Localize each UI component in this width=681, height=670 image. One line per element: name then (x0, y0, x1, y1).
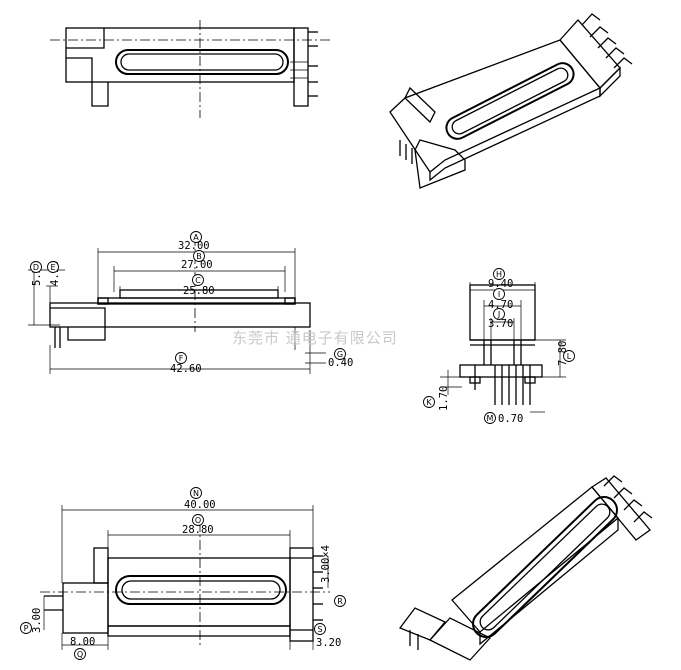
dim-marker-a: A (190, 231, 202, 243)
dim-marker-circle (74, 648, 86, 660)
watermark: 东莞市 通电子有限公司 (232, 329, 398, 347)
dim-marker-n: N (190, 487, 202, 499)
dim-value-p: 3.00 (31, 608, 43, 633)
isometric-view-top (389, 13, 633, 189)
dim-letter: L (567, 352, 572, 361)
dim-marker-circle (190, 487, 202, 499)
dim-marker-l: L (563, 350, 575, 362)
dim-marker-circle (30, 261, 42, 273)
dim-marker-circle (192, 514, 204, 526)
dim-letter: B (196, 252, 202, 261)
dim-marker-e: E (47, 261, 59, 273)
dim-letter: C (195, 276, 201, 285)
top-view (50, 20, 330, 118)
dim-letter: J (497, 310, 500, 319)
dim-marker-circle (423, 396, 435, 408)
dim-marker-circle (563, 350, 575, 362)
dim-value-o: 28.80 (182, 524, 214, 536)
dim-value-m: 0.70 (498, 413, 523, 425)
dim-marker-i: I (493, 288, 505, 300)
dim-marker-m: M (484, 412, 496, 424)
dim-marker-k: K (423, 396, 435, 408)
dim-value-i: 4.70 (488, 299, 513, 311)
dim-marker-p: P (20, 622, 32, 634)
dim-marker-circle (20, 622, 32, 634)
dim-marker-circle (190, 231, 202, 243)
dim-letter: K (426, 398, 432, 407)
dim-value-n: 40.00 (184, 499, 216, 511)
dim-marker-g: G (334, 348, 346, 360)
dim-letter: G (337, 350, 343, 359)
dim-letter: I (498, 290, 500, 299)
dim-value-c: 25.80 (183, 285, 215, 297)
dim-marker-h: H (493, 268, 505, 280)
dim-value-g: 0.40 (328, 357, 353, 369)
dim-value-h: 9.40 (488, 278, 513, 290)
dim-letter: E (50, 263, 55, 272)
dim-value-s: 3.20 (316, 637, 341, 649)
dim-letter: R (337, 597, 343, 606)
dim-marker-q: Q (74, 648, 86, 660)
dim-letter: P (24, 624, 29, 633)
dim-value-j: 3.70 (488, 318, 513, 330)
dim-marker-circle (493, 268, 505, 280)
dim-value-q: 8.00 (70, 636, 95, 648)
dim-letter: H (496, 270, 502, 279)
dim-marker-circle (192, 274, 204, 286)
dim-marker-j: J (493, 308, 505, 320)
dim-marker-circle (484, 412, 496, 424)
dim-marker-circle (334, 348, 346, 360)
dim-value-b: 27.00 (181, 259, 213, 271)
dim-marker-o: O (192, 514, 204, 526)
dim-marker-circle (493, 308, 505, 320)
dim-marker-s: S (314, 623, 326, 635)
dim-letter: M (487, 414, 494, 423)
dim-marker-c: C (192, 274, 204, 286)
dim-value-r: 3.00×4 (320, 545, 332, 583)
dim-value-a: 32.00 (178, 240, 210, 252)
isometric-view-bottom (398, 475, 653, 661)
dim-marker-d: D (30, 261, 42, 273)
dim-letter: N (193, 489, 199, 498)
dim-marker-circle (47, 261, 59, 273)
front-view (28, 236, 326, 374)
dim-marker-circle (193, 250, 205, 262)
dim-marker-r: R (334, 595, 346, 607)
dim-marker-circle (314, 623, 326, 635)
dim-letter: D (33, 263, 39, 272)
dim-marker-circle (334, 595, 346, 607)
dim-letter: A (193, 233, 199, 242)
dim-marker-b: B (193, 250, 205, 262)
dim-marker-circle (493, 288, 505, 300)
dim-letter: F (179, 354, 184, 363)
dim-marker-circle (175, 352, 187, 364)
bottom-view (40, 505, 330, 650)
dim-letter: Q (77, 650, 83, 659)
dim-marker-f: F (175, 352, 187, 364)
dim-value-f: 42.60 (170, 363, 202, 375)
dim-letter: O (195, 516, 201, 525)
dim-letter: S (317, 625, 322, 634)
side-view (440, 282, 566, 413)
dim-value-k: 1.70 (438, 386, 450, 411)
